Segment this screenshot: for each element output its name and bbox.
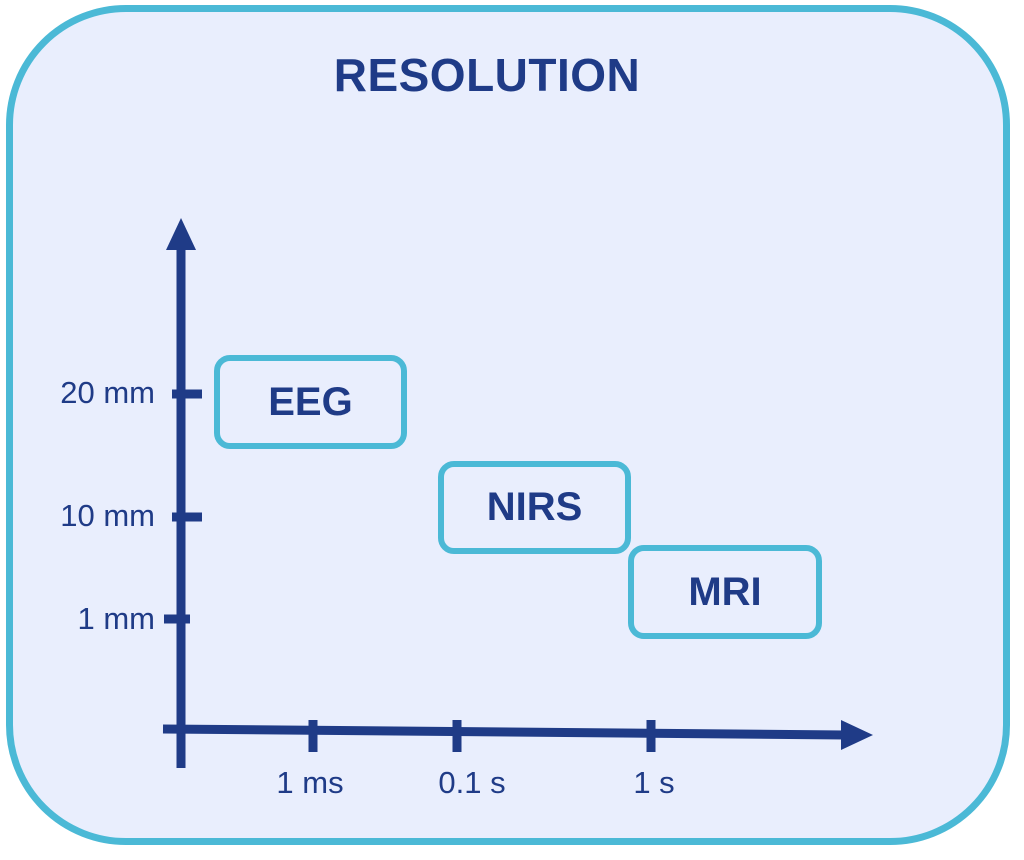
x-tick-label: 0.1 s — [438, 765, 506, 800]
modality-box-eeg: EEG — [214, 355, 407, 449]
x-tick-label: 1 ms — [276, 765, 344, 800]
y-axis-arrow — [166, 218, 196, 250]
y-tick-label: 1 mm — [77, 601, 156, 636]
y-tick-label: 20 mm — [60, 375, 155, 410]
modality-box-nirs: NIRS — [438, 461, 631, 554]
x-axis-arrow — [841, 720, 873, 750]
modality-box-mri: MRI — [628, 545, 822, 639]
x-tick-label: 1 s — [633, 765, 675, 800]
y-tick-label: 10 mm — [60, 498, 155, 533]
x-axis-line — [162, 724, 846, 740]
diagram-card — [6, 5, 1010, 845]
diagram-title: RESOLUTION — [333, 49, 641, 101]
